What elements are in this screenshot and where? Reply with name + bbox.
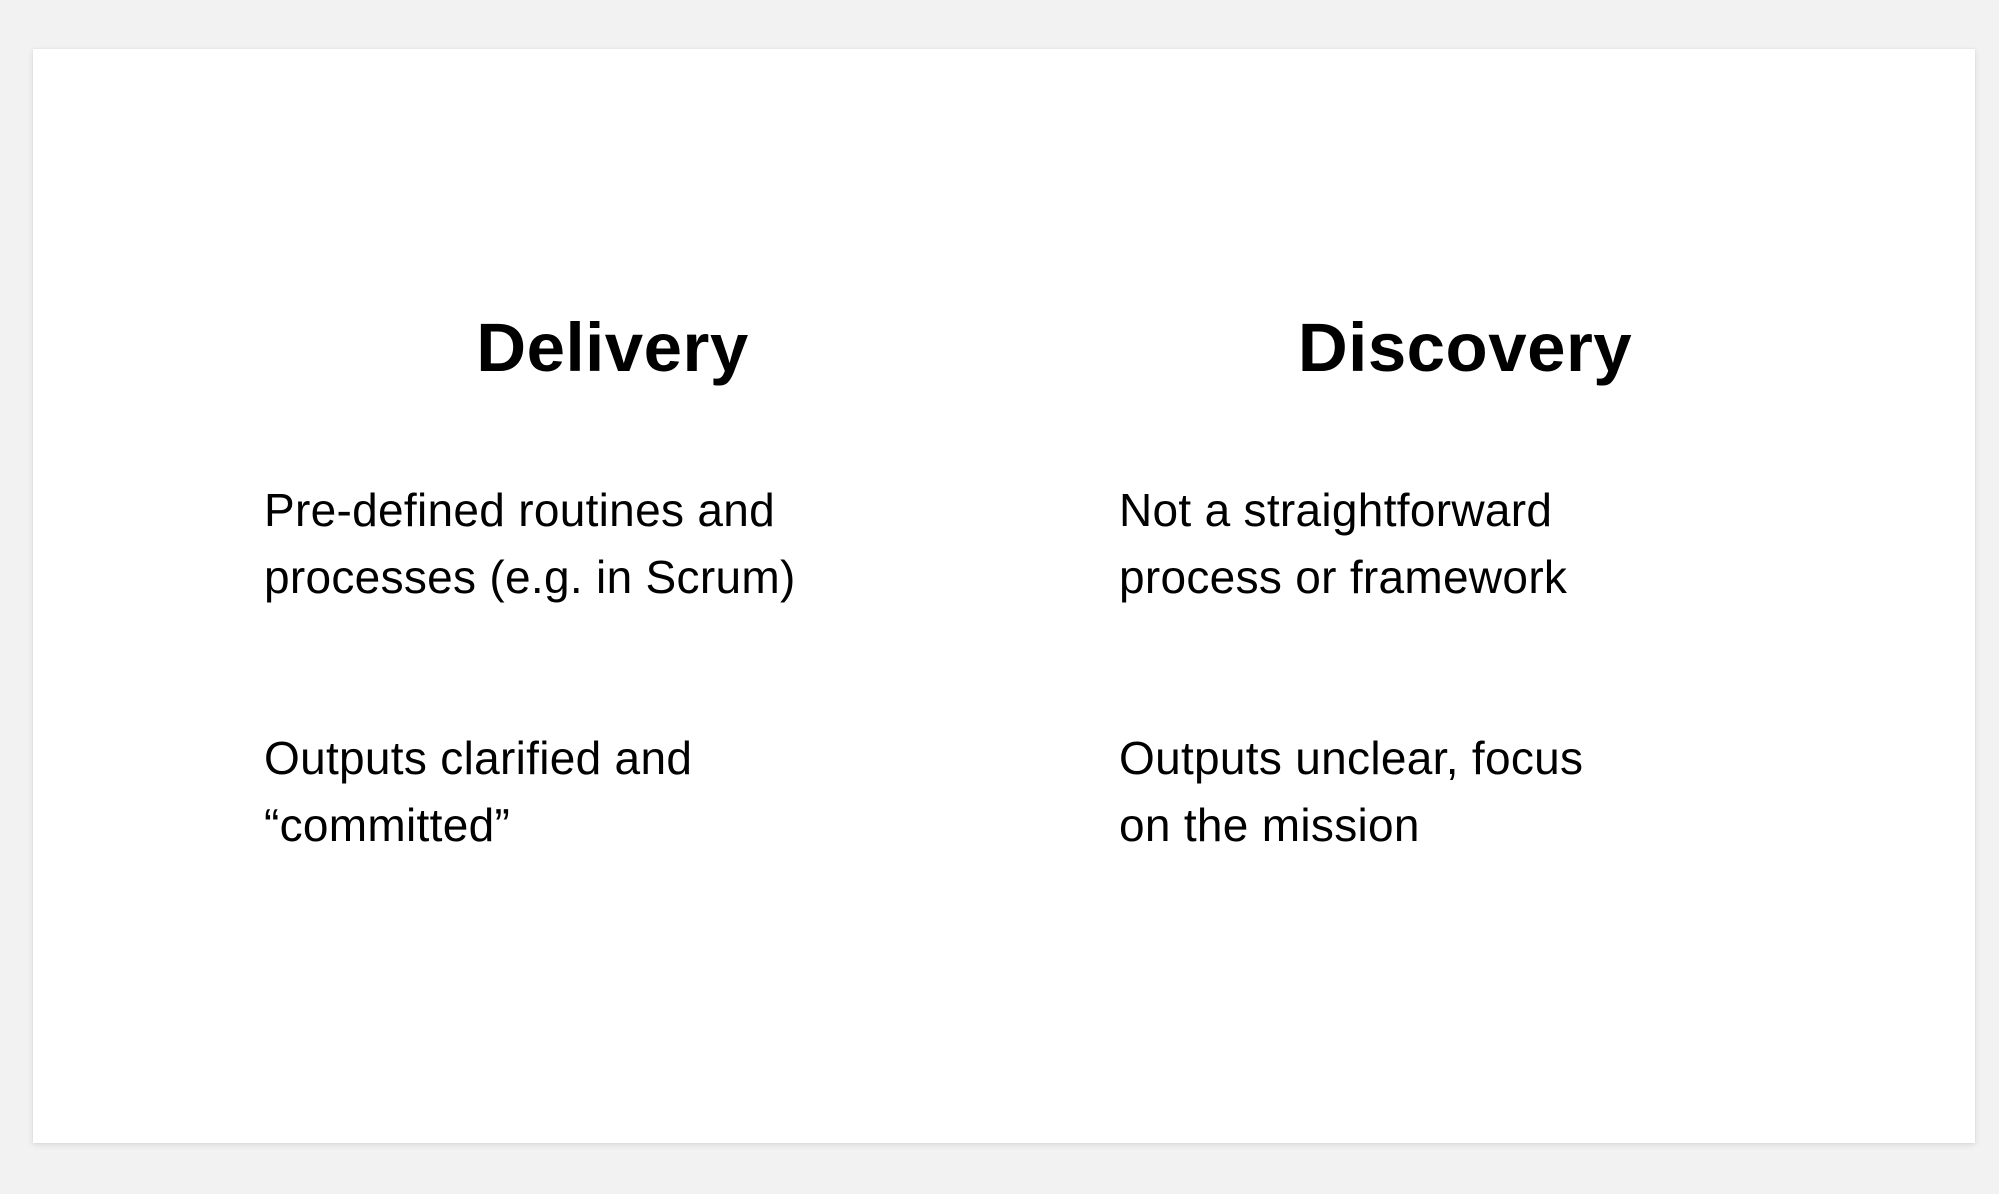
delivery-point-outputs: Outputs clarified and “committed” bbox=[264, 725, 692, 859]
discovery-point-outputs: Outputs unclear, focus on the mission bbox=[1119, 725, 1583, 859]
delivery-point-routines: Pre-defined routines and processes (e.g.… bbox=[264, 477, 796, 611]
text-line: processes (e.g. in Scrum) bbox=[264, 551, 796, 603]
text-line: process or framework bbox=[1119, 551, 1568, 603]
discovery-heading: Discovery bbox=[1297, 309, 1633, 386]
text-line: Not a straightforward bbox=[1119, 484, 1553, 536]
discovery-point-process: Not a straightforward process or framewo… bbox=[1119, 477, 1567, 611]
delivery-heading: Delivery bbox=[476, 309, 749, 386]
slide: Delivery Discovery Pre-defined routines … bbox=[33, 49, 1975, 1143]
text-line: Outputs unclear, focus bbox=[1119, 732, 1584, 784]
text-line: on the mission bbox=[1119, 799, 1420, 851]
text-line: Outputs clarified and bbox=[264, 732, 693, 784]
text-line: “committed” bbox=[264, 799, 511, 851]
text-line: Pre-defined routines and bbox=[264, 484, 775, 536]
